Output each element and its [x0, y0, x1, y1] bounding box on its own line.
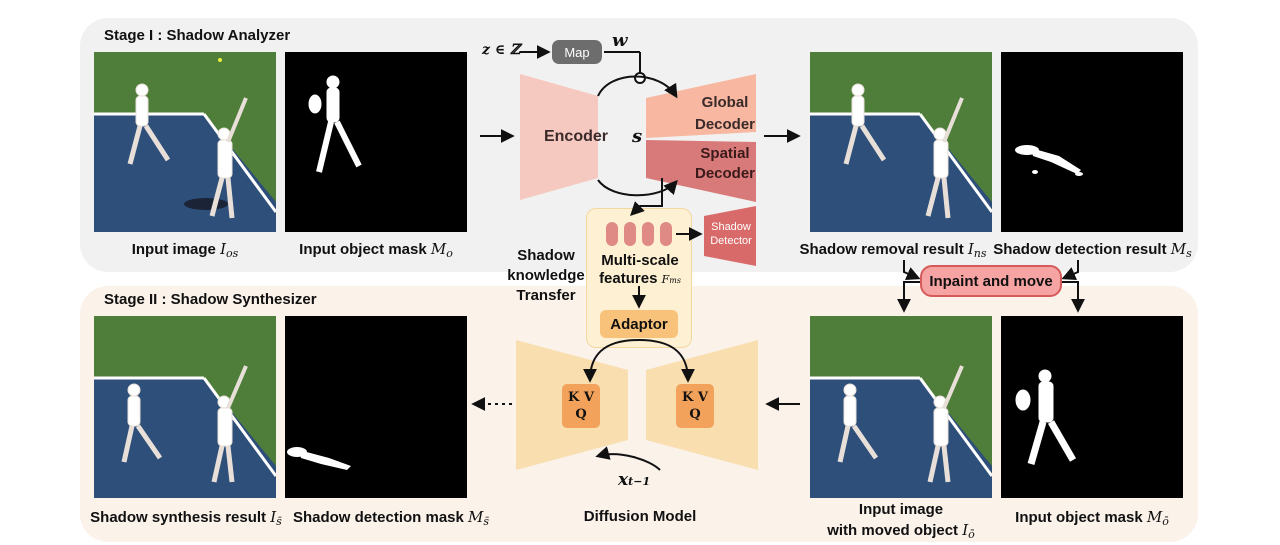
stage2-title: Stage II : Shadow Synthesizer: [104, 291, 317, 308]
encoder-label: Encoder: [543, 128, 608, 145]
shadow-removal-image: [810, 52, 992, 232]
caption-detection-mask: Shadow detection mask Ms̄: [292, 508, 490, 528]
tennis-scene-moved: [810, 316, 992, 498]
map-block: Map: [552, 40, 602, 64]
caption-input-image: Input image Ios: [131, 240, 239, 260]
tennis-scene-no-shadow: [810, 52, 992, 232]
z-label: z ∈ ℤ: [482, 42, 521, 58]
arrow-inpaint-to-image: [897, 281, 920, 313]
caption-object-mask: Input object mask Mō: [1015, 508, 1169, 528]
arrow-inpaint-to-mask: [1062, 281, 1085, 313]
arrow-removal-to-inpaint: [903, 260, 921, 281]
caption-diffusion-model: Diffusion Model: [583, 508, 697, 525]
shadow-detector-block: [704, 206, 756, 266]
input-image: [94, 52, 276, 232]
shadow-detection-image: [1001, 52, 1183, 232]
tennis-scene-image: [94, 52, 276, 232]
arrow-skip-spatial: [597, 179, 678, 197]
tennis-scene-synth: [94, 316, 276, 498]
feature-pill-4: [660, 222, 672, 246]
moved-object-mask-image: [1001, 316, 1183, 498]
arrow-denoise-loop: [595, 446, 661, 471]
moved-object-image: [810, 316, 992, 498]
input-object-mask: [285, 52, 467, 232]
global-decoder-block: [646, 74, 756, 138]
arrow-skip-global: [597, 75, 678, 99]
arrow-adaptor-left: [583, 339, 640, 383]
stage1-title: Stage I : Shadow Analyzer: [104, 27, 291, 44]
arrow-to-features: [630, 178, 663, 216]
adaptor-block: Adaptor: [600, 310, 678, 338]
s-label: s: [632, 126, 643, 147]
w-label: w: [612, 30, 628, 51]
shadow-detection-mask-image: [285, 316, 467, 498]
moved-object-silhouette: [1015, 369, 1077, 465]
shadow-silhouette: [1015, 145, 1083, 176]
synth-shadow-silhouette: [287, 447, 351, 470]
feature-pill-1: [606, 222, 618, 246]
encoder-block: [520, 74, 598, 200]
caption-shadow-removal: Shadow removal result Ins: [799, 240, 987, 260]
shadow-synthesis-image: [94, 316, 276, 498]
arrow-adaptor-right: [638, 339, 695, 383]
object-silhouette: [308, 75, 362, 173]
arrow-detection-to-inpaint: [1061, 260, 1079, 281]
caption-shadow-synthesis: Shadow synthesis result Is̄: [90, 508, 282, 528]
x-t-minus-1-label: xt−1: [618, 470, 651, 490]
spatial-decoder-block: [646, 140, 756, 202]
inpaint-and-move-block: Inpaint and move: [920, 265, 1062, 297]
caption-shadow-detection: Shadow detection result Ms: [993, 240, 1192, 260]
feature-pill-2: [624, 222, 636, 246]
caption-input-mask: Input object mask Mo: [299, 240, 453, 260]
feature-pill-3: [642, 222, 654, 246]
